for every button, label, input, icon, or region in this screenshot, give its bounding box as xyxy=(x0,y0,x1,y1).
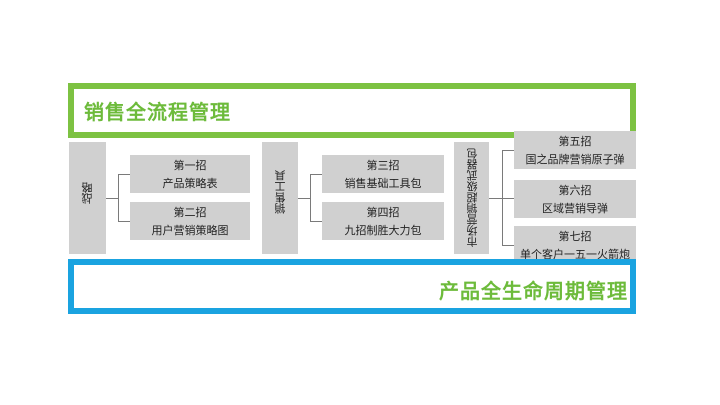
item-3-name: 销售基础工具包 xyxy=(344,177,422,190)
item-2-title: 第二招 xyxy=(173,206,207,219)
category-market-weapons-label: 市场营销超级武器包 xyxy=(466,148,479,247)
item-3-title: 第三招 xyxy=(366,159,400,172)
item-2-name: 用户营销策略图 xyxy=(151,224,229,237)
bottom-title: 产品全生命周期管理 xyxy=(439,279,628,303)
item-5-title: 第五招 xyxy=(558,135,592,148)
connector xyxy=(118,221,130,222)
item-5-name: 国之品牌营销原子弹 xyxy=(525,153,625,166)
category-sales-tools xyxy=(262,142,298,254)
item-box-2: 第二招 用户营销策略图 xyxy=(130,202,250,240)
connector xyxy=(502,150,514,151)
item-box-7: 第七招 单个客户一五一火箭炮 xyxy=(514,226,636,264)
top-title: 销售全流程管理 xyxy=(84,100,231,124)
category-strategy-label: 战略 xyxy=(81,182,94,204)
connector xyxy=(298,198,310,199)
item-6-name: 区域营销导弹 xyxy=(542,202,608,215)
item-7-title: 第七招 xyxy=(558,230,592,243)
category-market-weapons xyxy=(454,142,489,254)
item-box-6: 第六招 区域营销导弹 xyxy=(514,180,636,218)
connector xyxy=(489,198,502,199)
connector xyxy=(502,198,514,199)
item-box-3: 第三招 销售基础工具包 xyxy=(322,155,444,193)
category-strategy xyxy=(69,142,106,254)
item-1-name: 产品策略表 xyxy=(162,177,218,190)
connector xyxy=(502,150,503,245)
item-6-title: 第六招 xyxy=(558,184,592,197)
category-sales-tools-label: 销售工具 xyxy=(274,170,287,214)
item-box-1: 第一招 产品策略表 xyxy=(130,155,250,193)
connector xyxy=(310,221,322,222)
connector xyxy=(118,174,130,175)
connector xyxy=(106,198,118,199)
connector xyxy=(502,245,514,246)
item-7-name: 单个客户一五一火箭炮 xyxy=(520,248,630,261)
connector xyxy=(118,174,119,221)
item-box-4: 第四招 九招制胜大力包 xyxy=(322,202,444,240)
item-box-5: 第五招 国之品牌营销原子弹 xyxy=(514,131,636,169)
top-banner-inner xyxy=(74,89,630,132)
bottom-banner-inner xyxy=(74,265,630,308)
item-4-name: 九招制胜大力包 xyxy=(344,224,422,237)
item-1-title: 第一招 xyxy=(173,159,207,172)
connector xyxy=(310,174,311,221)
item-4-title: 第四招 xyxy=(366,206,400,219)
connector xyxy=(310,174,322,175)
